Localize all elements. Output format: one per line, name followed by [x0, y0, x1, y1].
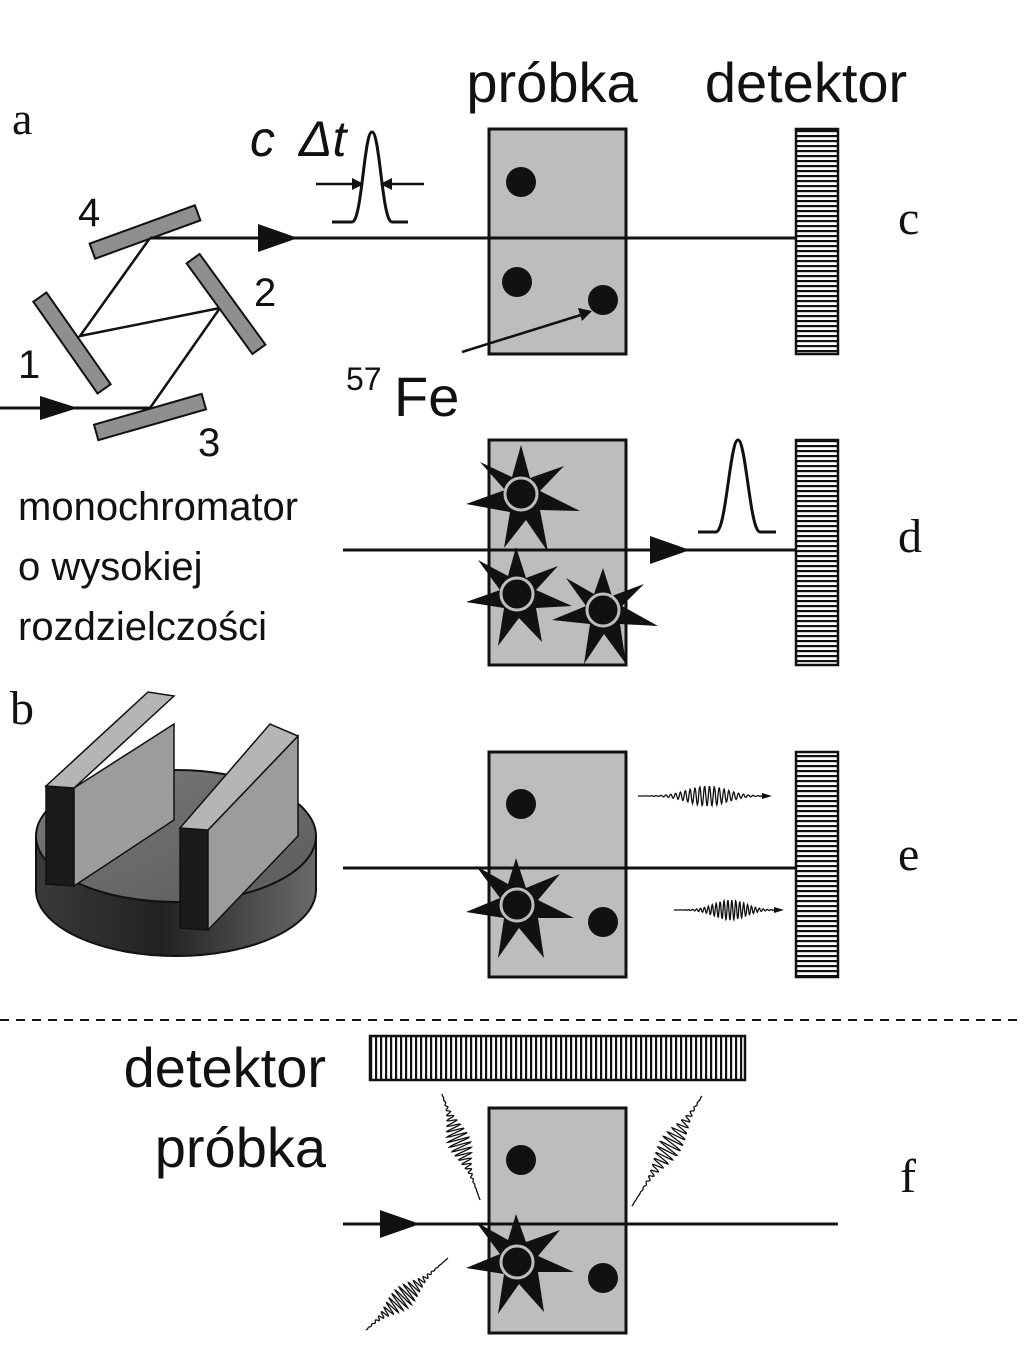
delayed-pulse — [698, 438, 776, 534]
excited-nucleus — [466, 445, 580, 552]
sample-header-label: próbka — [466, 51, 638, 114]
gamma-pulse — [332, 130, 408, 224]
panel-e — [343, 750, 840, 979]
mirror-number-2: 2 — [254, 271, 276, 315]
detector-label-f: detektor — [124, 1036, 326, 1099]
nucleus — [506, 167, 536, 197]
panel-d — [343, 438, 840, 667]
mirror-3 — [92, 392, 208, 442]
detector-header-label: detektor — [705, 51, 907, 114]
speed-of-light-symbol: c — [250, 111, 275, 167]
panel-label-d: d — [898, 510, 922, 563]
panel-label-a: a — [12, 93, 32, 144]
radiated-wave-packet — [638, 785, 765, 808]
excited-nucleus — [466, 858, 574, 958]
mirror-number-1: 1 — [18, 343, 40, 387]
sample-f — [487, 1106, 628, 1335]
delta-t-symbol: Δt — [298, 111, 349, 167]
panel-label-b: b — [10, 682, 34, 735]
nucleus — [502, 267, 532, 297]
sample-label-f: próbka — [155, 1116, 327, 1179]
excited-nucleus — [466, 547, 572, 646]
panel-label-e: e — [898, 828, 919, 881]
reflection-path — [77, 237, 223, 409]
nucleus — [588, 1263, 618, 1293]
radiated-wave-packet — [674, 898, 777, 923]
scattered-wave-packet — [441, 1093, 481, 1201]
detector-f — [368, 1034, 747, 1082]
excited-nucleus — [466, 1214, 574, 1314]
isotope-element: Fe — [394, 365, 459, 428]
scattered-wave-packet — [365, 1257, 449, 1331]
panel-label-f: f — [900, 1150, 916, 1203]
isotope-mass-number: 57 — [346, 361, 382, 397]
beam-d-arrow — [650, 536, 690, 564]
nucleus — [588, 907, 618, 937]
mirror-4 — [88, 204, 202, 260]
panel-label-c: c — [898, 192, 919, 245]
pulse-width-label: c Δt — [250, 111, 348, 167]
crystal-monochromator-3d-model — [35, 691, 317, 957]
mirror-number-3: 3 — [198, 421, 220, 465]
mirror-2 — [185, 252, 267, 356]
monochromator-line-3: rozdzielczości — [18, 605, 267, 649]
scattered-wave-packet — [631, 1095, 703, 1207]
nucleus — [506, 1145, 536, 1175]
sample-e — [487, 750, 628, 979]
beam-c-arrow — [258, 224, 298, 252]
beam-f-arrow — [380, 1210, 420, 1238]
detector-d — [794, 438, 840, 667]
input-beam-arrow — [40, 396, 78, 420]
nucleus — [588, 285, 618, 315]
monochromator-line-1: monochromator — [18, 485, 298, 529]
monochromator-mirrors: 1 2 3 4 — [0, 191, 276, 465]
detector-c — [794, 127, 840, 356]
detector-e — [794, 750, 840, 979]
mirror-1 — [31, 291, 113, 395]
sample-c — [487, 127, 628, 356]
monochromator-line-2: o wysokiej — [18, 545, 203, 589]
nucleus — [506, 789, 536, 819]
excited-nucleus — [552, 568, 658, 664]
panel-c: 57 Fe — [150, 127, 840, 428]
panel-f: detektor próbka — [124, 1034, 838, 1335]
mirror-number-4: 4 — [78, 191, 100, 235]
fe-pointer-line — [461, 312, 585, 354]
